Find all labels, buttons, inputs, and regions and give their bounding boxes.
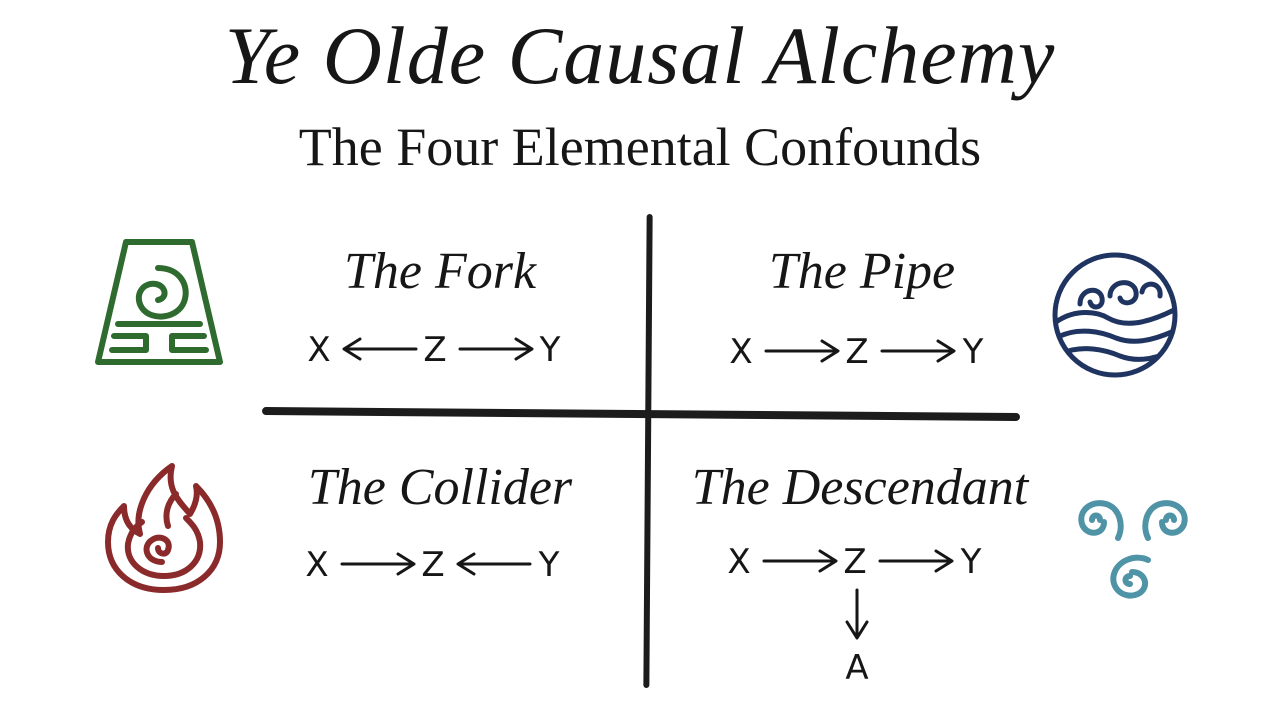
collider-node-z: Z: [421, 545, 445, 585]
fork-arrow-z-to-y: [458, 337, 534, 361]
pipe-node-x: X: [729, 332, 753, 372]
descendant-arrow-x-to-z: [762, 549, 838, 573]
collider-title: The Collider: [307, 459, 573, 516]
descendant-node-y: Y: [960, 542, 982, 582]
page-subtitle: The Four Elemental Confounds: [298, 117, 982, 177]
descendant-arrow-z-to-y: [878, 549, 954, 573]
horizontal-divider: [261, 407, 1021, 421]
descendant-arrow-z-to-a: [845, 588, 869, 640]
descendant-title: The Descendant: [691, 459, 1029, 516]
pipe-arrow-x-to-z: [764, 339, 840, 363]
collider-node-y: Y: [538, 545, 560, 585]
collider-node-x: X: [305, 545, 329, 585]
water-emblem-icon: [1052, 252, 1178, 378]
page-title: Ye Olde Causal Alchemy: [224, 10, 1056, 101]
fire-emblem-icon: [105, 463, 223, 593]
fork-title: The Fork: [343, 243, 537, 300]
vertical-divider: [643, 213, 653, 689]
descendant-node-x: X: [727, 542, 751, 582]
fork-node-y: Y: [539, 330, 561, 370]
air-emblem-icon: [1078, 500, 1188, 599]
fork-node-x: X: [307, 330, 331, 370]
pipe-node-z: Z: [845, 332, 869, 372]
descendant-node-a: A: [845, 648, 869, 688]
earth-emblem-icon: [95, 239, 223, 365]
fork-node-z: Z: [423, 330, 447, 370]
collider-arrow-x-to-z: [340, 552, 416, 576]
pipe-title: The Pipe: [768, 243, 956, 300]
pipe-node-y: Y: [962, 332, 984, 372]
collider-arrow-y-to-z: [456, 552, 532, 576]
pipe-arrow-z-to-y: [880, 339, 956, 363]
fork-arrow-z-to-x: [342, 337, 418, 361]
descendant-node-z: Z: [843, 542, 867, 582]
